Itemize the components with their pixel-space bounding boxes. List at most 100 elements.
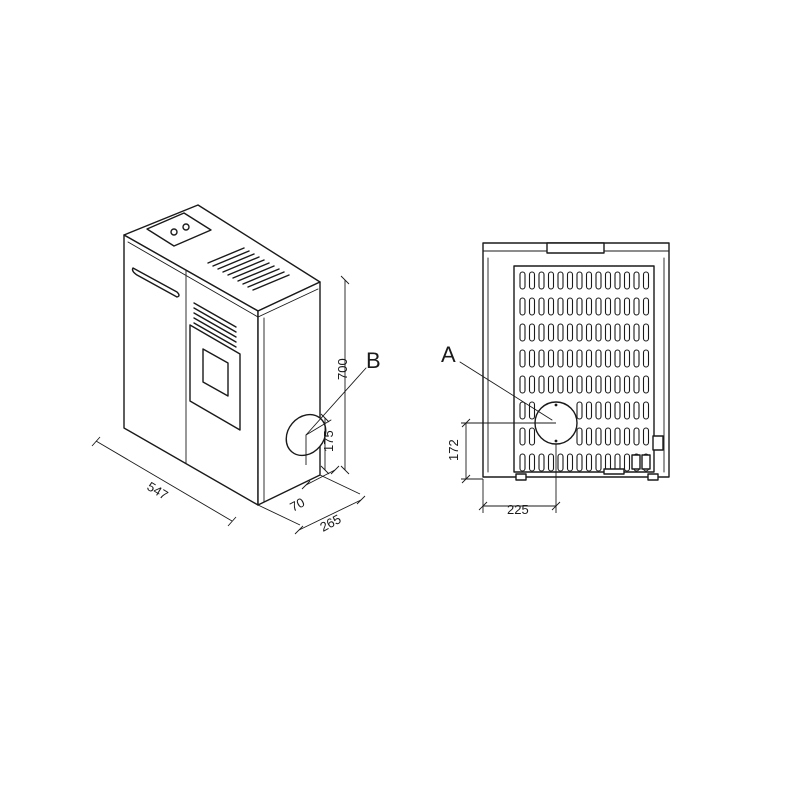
- vent-slot: [623, 453, 631, 472]
- vent-slot: [585, 271, 593, 290]
- vent-slot: [633, 349, 640, 368]
- rear-dim-outlet-offset-label: 225: [507, 502, 529, 517]
- vent-slot: [623, 349, 631, 368]
- vent-slot: [623, 427, 631, 446]
- stove-side-face: [257, 281, 321, 506]
- vent-slot: [538, 453, 545, 472]
- vent-slot: [528, 297, 536, 316]
- vent-slot: [566, 453, 574, 472]
- vent-slot: [595, 323, 602, 342]
- vent-slot: [519, 453, 526, 472]
- vent-slot: [595, 271, 602, 290]
- vent-slot: [576, 427, 583, 446]
- vent-slot: [576, 401, 583, 420]
- door-handle: [131, 267, 180, 298]
- vent-slot: [566, 349, 574, 368]
- vent-slot: [547, 271, 555, 290]
- vent-slot: [566, 271, 574, 290]
- dim-height-label: 700: [335, 358, 350, 380]
- vent-slot: [642, 375, 650, 394]
- vent-slot: [519, 297, 526, 316]
- vent-slot: [547, 375, 555, 394]
- vent-slot: [604, 271, 612, 290]
- stove-rear-view: A 172 225: [441, 242, 670, 517]
- vent-slot: [595, 453, 602, 472]
- top-hatch: [146, 212, 212, 247]
- vent-slot: [595, 297, 602, 316]
- vent-slot: [557, 323, 564, 342]
- rear-foot-left: [515, 473, 527, 481]
- vent-slot: [633, 271, 640, 290]
- vent-slot: [519, 427, 526, 446]
- vent-slot: [538, 271, 545, 290]
- vent-slot: [623, 271, 631, 290]
- top-hatch-knob-right: [182, 223, 190, 231]
- vent-slot: [642, 401, 650, 420]
- vent-slot: [557, 297, 564, 316]
- vent-slot: [595, 375, 602, 394]
- vent-slot: [528, 427, 536, 446]
- vent-slot: [614, 349, 621, 368]
- vent-slot: [633, 401, 640, 420]
- vent-slot: [614, 401, 621, 420]
- vent-slot: [528, 271, 536, 290]
- vent-slot: [595, 427, 602, 446]
- vent-slot: [576, 271, 583, 290]
- vent-slot: [633, 297, 640, 316]
- vent-slot: [604, 401, 612, 420]
- vent-slot: [557, 375, 564, 394]
- dim-outlet-height-label: 175: [321, 430, 336, 452]
- outlet-b-label: B: [366, 348, 381, 373]
- vent-slot: [528, 401, 536, 420]
- vent-slot: [614, 271, 621, 290]
- vent-slot: [576, 349, 583, 368]
- vent-slot: [604, 427, 612, 446]
- vent-slot: [519, 401, 526, 420]
- vent-slot: [614, 427, 621, 446]
- vent-slot: [614, 323, 621, 342]
- vent-slot: [576, 297, 583, 316]
- vent-slot: [604, 323, 612, 342]
- vent-slot: [623, 401, 631, 420]
- vent-slot: [642, 271, 650, 290]
- outlet-a-leader: [459, 361, 553, 421]
- top-vent-grille: [207, 247, 290, 291]
- vent-slot: [623, 375, 631, 394]
- vent-slot: [585, 427, 593, 446]
- vent-slot: [604, 375, 612, 394]
- rear-connector: [652, 435, 664, 451]
- vent-slot: [642, 427, 650, 446]
- vent-slot: [538, 297, 545, 316]
- vent-slot: [604, 297, 612, 316]
- vent-slot: [585, 453, 593, 472]
- vent-slot: [595, 401, 602, 420]
- vent-slot: [566, 297, 574, 316]
- vent-slot: [547, 297, 555, 316]
- vent-slot: [557, 453, 564, 472]
- vent-slot: [642, 349, 650, 368]
- vent-slot: [547, 349, 555, 368]
- vent-slot: [547, 323, 555, 342]
- vent-slot: [557, 349, 564, 368]
- vent-slot: [519, 349, 526, 368]
- vent-slot: [538, 323, 545, 342]
- vent-slot: [528, 453, 536, 472]
- vent-slot: [566, 323, 574, 342]
- vent-slot: [519, 323, 526, 342]
- vent-slot: [604, 349, 612, 368]
- vent-slot: [585, 349, 593, 368]
- vent-slot: [576, 323, 583, 342]
- top-hatch-knob-left: [170, 228, 178, 236]
- vent-slot: [642, 297, 650, 316]
- vent-slot: [576, 453, 583, 472]
- outlet-a-label: A: [441, 342, 456, 367]
- rear-foot-right: [647, 473, 659, 481]
- rear-ventilation-slots: [519, 271, 650, 472]
- vent-slot: [623, 323, 631, 342]
- vent-slot: [642, 323, 650, 342]
- vent-slot: [538, 349, 545, 368]
- vent-slot: [633, 427, 640, 446]
- glass-door-window: [202, 348, 229, 397]
- vent-slot: [538, 375, 545, 394]
